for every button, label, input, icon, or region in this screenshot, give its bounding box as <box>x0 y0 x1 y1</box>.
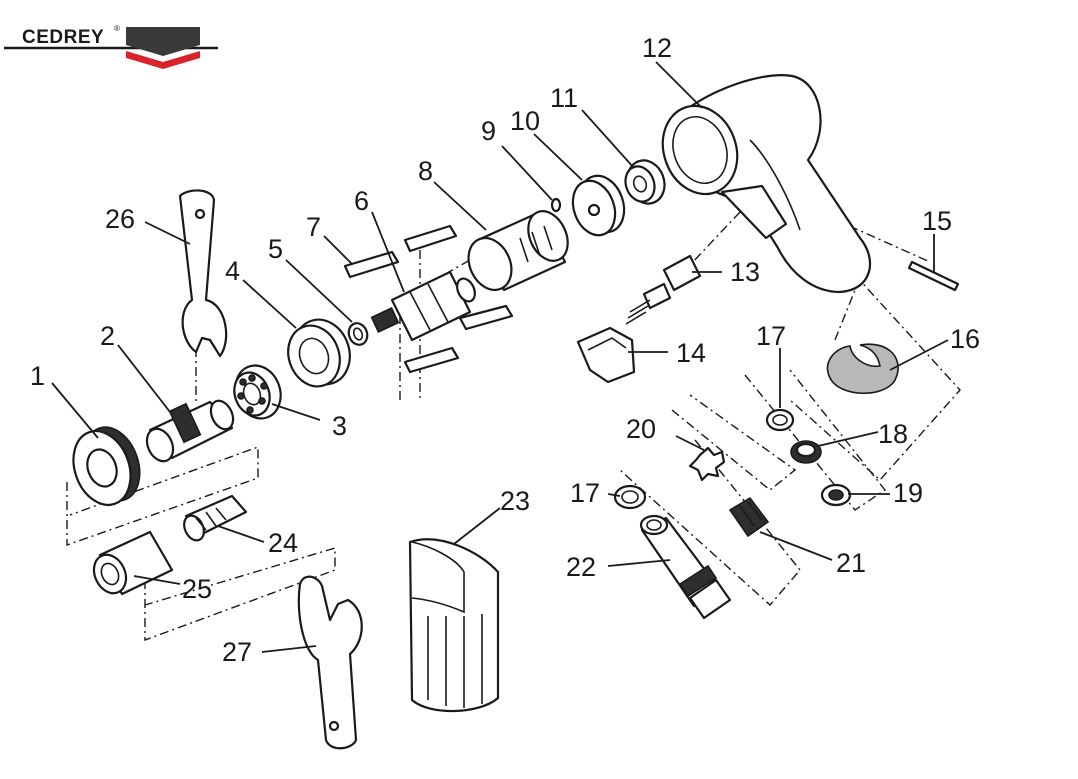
part-12-housing <box>661 74 872 294</box>
part-1-nut-ring <box>72 426 141 506</box>
part-27-wrench <box>297 575 363 750</box>
part-2-spindle <box>145 399 235 463</box>
part-4-front-plate <box>287 318 351 388</box>
callout-2: 2 <box>100 321 115 351</box>
brand-registered-mark: ® <box>114 24 120 33</box>
part-3-ball-bearing <box>233 364 282 420</box>
part-21-spring <box>728 496 770 538</box>
callout-14: 14 <box>676 338 706 368</box>
callout-18: 18 <box>878 419 908 449</box>
part-23-grip-sleeve <box>408 538 500 713</box>
callout-6: 6 <box>354 186 369 216</box>
part-17-o-ring-lower <box>613 484 647 510</box>
callout-21: 21 <box>836 548 866 578</box>
part-26-wrench <box>178 189 228 358</box>
part-14-lever <box>576 326 636 384</box>
brand-chevron-red <box>126 51 200 69</box>
brand-name: CEDREY <box>22 27 104 48</box>
callout-20: 20 <box>626 414 656 444</box>
part-8-cylinder <box>467 210 569 292</box>
part-5-small-ring <box>347 322 369 346</box>
callout-23: 23 <box>500 486 530 516</box>
callout-11: 11 <box>550 83 578 113</box>
part-9-pin <box>550 197 562 213</box>
callout-7: 7 <box>306 212 321 242</box>
callout-24: 24 <box>268 528 298 558</box>
leader-lines <box>51 61 949 653</box>
callout-8: 8 <box>418 156 433 186</box>
part-20-gear-clip <box>688 446 726 482</box>
part-25-collet-nut <box>92 530 174 596</box>
callout-10: 10 <box>510 106 540 136</box>
callout-15: 15 <box>922 206 952 236</box>
callout-22: 22 <box>566 552 596 582</box>
part-16-c-clip <box>826 343 899 395</box>
callout-16: 16 <box>950 324 980 354</box>
callout-numbers: 1 2 3 4 5 6 7 8 9 10 11 12 13 14 15 16 1… <box>30 33 980 667</box>
part-7-rotor-blades <box>343 224 514 374</box>
callout-1: 1 <box>30 361 45 391</box>
callout-12: 12 <box>642 33 672 63</box>
part-6-rotor <box>370 270 476 342</box>
part-22-air-inlet <box>639 514 732 620</box>
part-18-bushing <box>790 440 822 464</box>
callout-9: 9 <box>481 116 496 146</box>
callout-25: 25 <box>182 574 212 604</box>
part-19-washer <box>820 483 852 507</box>
callout-17-lower: 17 <box>570 478 600 508</box>
callout-19: 19 <box>893 478 923 508</box>
part-15-pin <box>907 260 960 292</box>
part-10-rear-plate <box>571 174 626 237</box>
part-11-rear-bearing <box>624 159 666 205</box>
callout-17-upper: 17 <box>756 321 786 351</box>
callout-5: 5 <box>268 234 283 264</box>
part-13-valve-stem <box>625 254 702 325</box>
callout-13: 13 <box>730 257 760 287</box>
callout-3: 3 <box>332 411 347 441</box>
brand-logo: CEDREY ® <box>4 24 218 69</box>
callout-26: 26 <box>105 204 135 234</box>
part-17-o-ring-upper <box>765 408 795 432</box>
callout-27: 27 <box>222 637 252 667</box>
part-24-collet <box>183 494 248 542</box>
callout-4: 4 <box>225 256 240 286</box>
brand-chevron-dark <box>126 27 200 56</box>
